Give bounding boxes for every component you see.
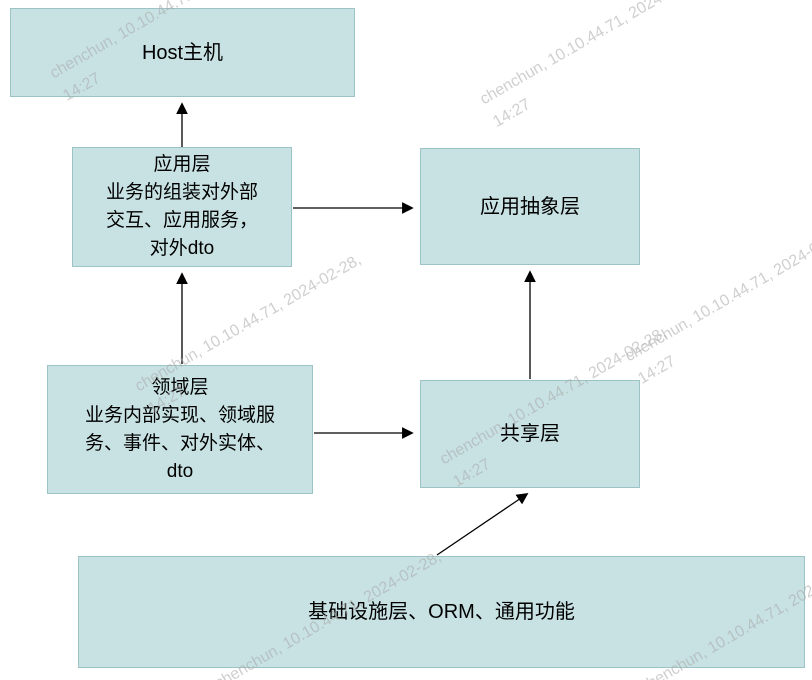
box-application-abstraction-layer: 应用抽象层 — [420, 148, 640, 265]
watermark-text: chenchun, 10.10.44.71, 2024-02-28, — [622, 221, 812, 366]
watermark-time: 14:27 — [635, 352, 679, 388]
box-domain-layer: 领域层 业务内部实现、领域服 务、事件、对外实体、 dto — [47, 365, 313, 494]
arrow-infrastructure-to-shared — [436, 493, 529, 556]
box-application-layer: 应用层 业务的组装对外部 交互、应用服务， 对外dto — [72, 147, 292, 267]
box-host: Host主机 — [10, 8, 355, 97]
box-shared-layer: 共享层 — [420, 380, 640, 488]
watermark-time: 14:27 — [223, 676, 271, 680]
box-application-layer-label: 应用层 业务的组装对外部 交互、应用服务， 对外dto — [105, 154, 258, 259]
watermark-time: 14:27 — [490, 95, 534, 131]
watermark: chenchun, 10.10.44.71, 2024-02-28, 14:27 — [620, 218, 812, 392]
box-shared-layer-label: 共享层 — [500, 423, 560, 445]
box-application-abstraction-layer-label: 应用抽象层 — [480, 195, 580, 218]
box-infrastructure-layer-label: 基础设施层、ORM、通用功能 — [308, 601, 575, 623]
watermark-text: chenchun, 10.10.44.71, 2024-02-28, — [477, 0, 710, 109]
box-host-label: Host主机 — [141, 41, 224, 64]
box-infrastructure-layer: 基础设施层、ORM、通用功能 — [78, 556, 805, 668]
box-domain-layer-label: 领域层 业务内部实现、领域服 务、事件、对外实体、 dto — [84, 376, 275, 482]
watermark: chenchun, 10.10.44.71, 2024-02-28, 14:27 — [475, 0, 724, 135]
